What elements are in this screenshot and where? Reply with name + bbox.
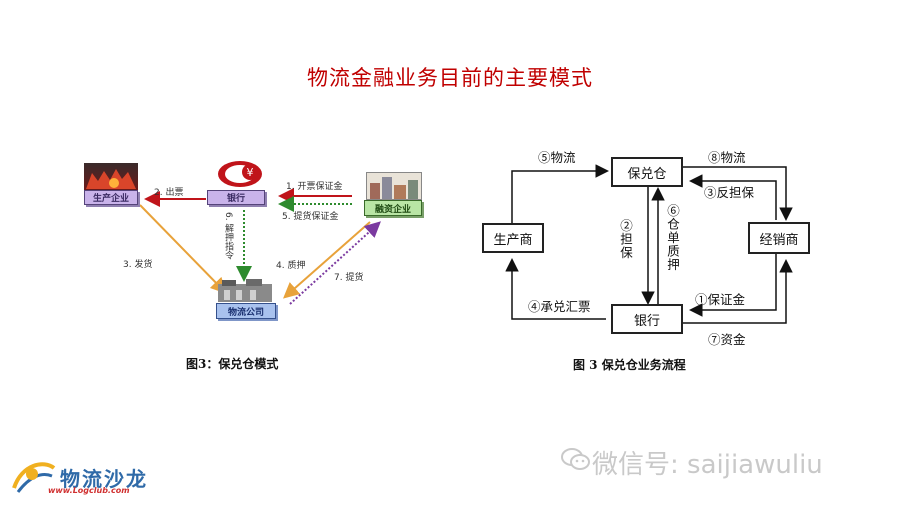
node-r-dealer: 经销商 — [748, 222, 810, 254]
label-e2: 2. 出票 — [154, 185, 183, 198]
label-e1: 1. 开票保证金 — [286, 179, 342, 192]
right-caption: 图 3 保兑仓业务流程 — [573, 356, 686, 373]
buildings-image — [366, 172, 422, 200]
node-r-producer: 生产商 — [482, 223, 544, 253]
label-e5: 5. 提货保证金 — [282, 209, 338, 222]
label-r7: ⑦资金 — [708, 329, 746, 348]
node-dealer: 融资企业 — [364, 200, 422, 216]
label-e6: 6. 解押指令 — [222, 212, 235, 282]
arrow-e3 — [140, 205, 224, 291]
yen-icon: ¥ — [217, 158, 263, 188]
node-r-bank: 银行 — [611, 304, 683, 334]
left-caption: 图3：保兑仓模式 — [186, 355, 278, 372]
factory-image — [84, 163, 138, 190]
label-r8: ⑧物流 — [708, 147, 746, 166]
factory-icon — [84, 163, 138, 190]
node-producer: 生产企业 — [84, 190, 138, 205]
buildings-icon — [367, 173, 421, 199]
label-e4: 4. 质押 — [276, 258, 305, 271]
label-r2: ②担保 — [616, 219, 635, 289]
node-warehouse: 保兑仓 — [611, 157, 683, 187]
label-r3: ③反担保 — [704, 182, 754, 201]
label-r4: ④承兑汇票 — [528, 296, 591, 315]
label-r1: ①保证金 — [695, 289, 745, 308]
watermark: 微信号: saijiawuliu — [592, 444, 823, 481]
label-r6: ⑥仓单质押 — [663, 204, 682, 294]
wechat-bubbles-icon — [561, 446, 591, 472]
label-r5: ⑤物流 — [538, 147, 576, 166]
logo-url[interactable]: www.Logclub.com — [48, 486, 130, 495]
arrow-r5 — [512, 171, 606, 229]
node-bank: 银行 — [207, 190, 265, 205]
label-e3: 3. 发货 — [123, 257, 152, 270]
node-logistics: 物流公司 — [216, 303, 276, 319]
wechat-icon — [561, 446, 591, 472]
svg-text:¥: ¥ — [247, 166, 254, 179]
label-e7: 7. 提货 — [334, 270, 363, 283]
bank-logo-icon: ¥ — [217, 158, 263, 188]
